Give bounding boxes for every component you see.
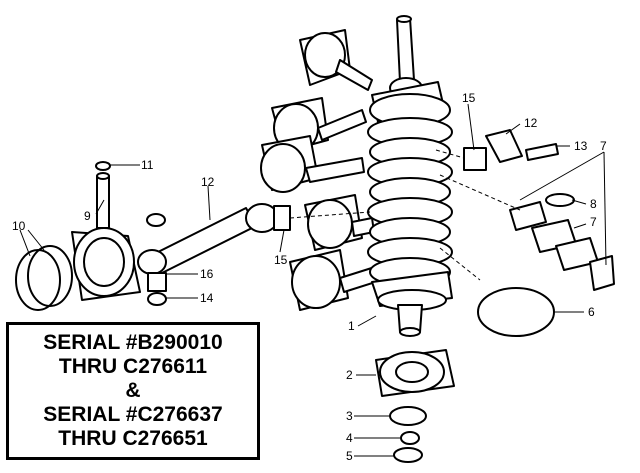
piston-middle (260, 135, 365, 193)
bearing-sleeve (400, 431, 420, 445)
crankshaft (367, 15, 453, 337)
callout-8: 8 (590, 197, 597, 211)
callout-3: 3 (346, 409, 353, 423)
pin-retainer (95, 161, 111, 171)
snap-ring (477, 287, 555, 337)
callout-11: 11 (141, 158, 154, 172)
callout-5: 5 (346, 449, 353, 463)
oil-seal (389, 406, 427, 426)
assembly-guides (289, 149, 521, 281)
connecting-rod (137, 203, 279, 275)
needle-bearing (147, 272, 167, 292)
ball-bearing (375, 349, 455, 397)
piston-pin (96, 172, 110, 229)
serial-line-2: THRU C276611 (58, 355, 208, 378)
callout-2: 2 (346, 368, 353, 382)
piston-rings (15, 245, 73, 311)
bearing-half (509, 201, 547, 231)
retaining-ring (545, 193, 575, 207)
callout-15-left: 15 (274, 253, 288, 267)
washer (146, 213, 166, 227)
callout-7-lower: 7 (590, 215, 597, 229)
piston-top (299, 29, 373, 91)
callout-7-top: 7 (600, 139, 607, 153)
callout-16: 16 (200, 267, 214, 281)
serial-range-box: SERIAL #B290010 THRU C276611 & SERIAL #C… (6, 322, 260, 460)
callout-15-right: 15 (462, 91, 476, 105)
serial-line-4: SERIAL #C276637 (43, 403, 223, 426)
callout-14: 14 (200, 291, 214, 305)
callout-4: 4 (346, 431, 353, 445)
piston-detached (71, 227, 141, 301)
callout-12-right: 12 (524, 116, 538, 130)
bearing-cage-right (463, 147, 487, 171)
callout-9: 9 (84, 209, 91, 223)
thrust-washer (147, 292, 167, 306)
bearing-shell (589, 255, 615, 291)
bearing-cage (273, 205, 291, 231)
callout-13: 13 (574, 139, 588, 153)
serial-line-5: THRU C276651 (58, 427, 208, 450)
rod-cap (485, 129, 523, 163)
leader-lines (19, 103, 607, 457)
piston-bottom (289, 249, 383, 311)
serial-line-1: SERIAL #B290010 (43, 331, 223, 354)
washer-bottom (393, 447, 423, 463)
callout-12-left: 12 (201, 175, 215, 189)
piston-lower (304, 194, 375, 251)
callout-10: 10 (12, 219, 26, 233)
serial-line-3: & (125, 379, 141, 402)
rod-bolt (525, 143, 559, 161)
callout-6: 6 (588, 305, 595, 319)
callout-1: 1 (348, 319, 355, 333)
